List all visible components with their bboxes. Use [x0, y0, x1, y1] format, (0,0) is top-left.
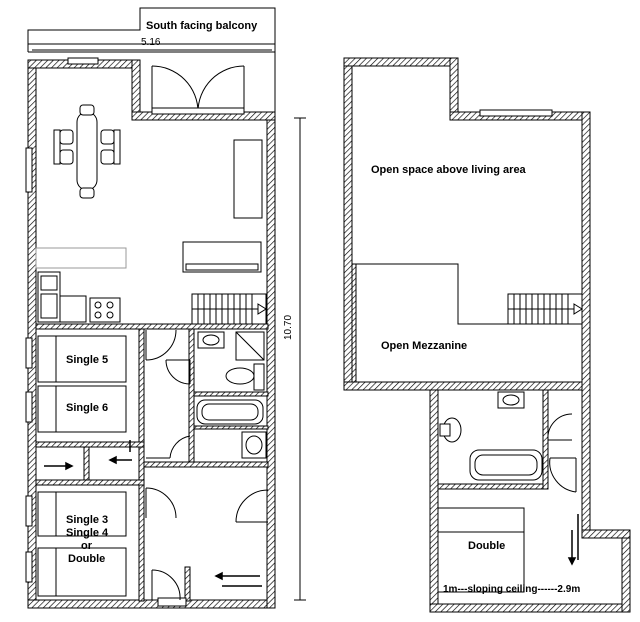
dimensions	[32, 49, 306, 601]
wall-bed6-hall	[35, 441, 145, 448]
wall-hall-stub	[83, 446, 90, 481]
wall-bath-corridor	[143, 461, 269, 468]
wall-wc-bath	[193, 391, 269, 397]
kitchen	[37, 271, 121, 323]
arrows-ground	[44, 440, 262, 587]
label-open-space: Open space above living area	[371, 164, 526, 176]
doors-ground	[145, 329, 269, 601]
wall-bath-upper-east	[542, 389, 549, 490]
wall-east-lower	[266, 111, 276, 609]
wall-upper-west	[343, 57, 353, 389]
label-single-3: Single 3	[66, 514, 109, 526]
staircase-upper	[352, 263, 583, 325]
wall-upper-east	[581, 111, 591, 535]
wall-lower-block-west	[429, 389, 439, 613]
wall-hall-bed34	[35, 479, 145, 486]
label-width-dimension: 5.16	[141, 37, 161, 48]
wall-lower-block-east	[621, 533, 631, 613]
label-or: or	[81, 540, 92, 552]
upper-fixtures	[437, 109, 553, 593]
wall-living-bedroom	[35, 323, 269, 330]
label-single-6: Single 6	[66, 402, 109, 414]
wall-notch	[131, 59, 141, 117]
wall-south	[27, 599, 276, 609]
label-single-4: Single 4	[66, 527, 109, 539]
wall-upper-bottom-step	[343, 381, 583, 391]
wall-bath-bath	[193, 425, 269, 430]
balcony	[27, 7, 276, 116]
label-double-alt: Double	[68, 553, 106, 565]
staircase-ground	[191, 293, 267, 325]
label-double-bed: Double	[468, 540, 506, 552]
wall-bath-upper-south	[437, 483, 549, 490]
wall-corridor-stub	[184, 566, 191, 602]
label-balcony: South facing balcony	[146, 20, 258, 32]
label-single-5: Single 5	[66, 354, 109, 366]
label-length-dimension: 10.70	[283, 314, 294, 340]
windows-ground	[25, 57, 187, 607]
label-sloping-ceiling: 1m---sloping ceiling------2.9m	[443, 584, 581, 595]
balcony-doors	[151, 65, 245, 115]
label-mezzanine: Open Mezzanine	[381, 340, 468, 352]
wall-upper-notch	[449, 57, 459, 119]
wall-upper-mid	[351, 263, 357, 389]
wall-bath-west	[188, 328, 195, 465]
wall-upper-north	[343, 57, 459, 67]
beds-ground	[37, 335, 127, 597]
arrows-upper	[567, 514, 579, 566]
upper-floor-plan	[343, 57, 631, 613]
bathroom-fixtures-ground	[196, 331, 267, 459]
wall-lower-block-south	[429, 603, 631, 613]
living-furniture	[35, 139, 263, 273]
doors-upper	[547, 413, 577, 493]
wall-step-right	[581, 529, 631, 539]
dining-set	[53, 104, 121, 199]
wall-bedroom-corridor	[138, 328, 145, 602]
